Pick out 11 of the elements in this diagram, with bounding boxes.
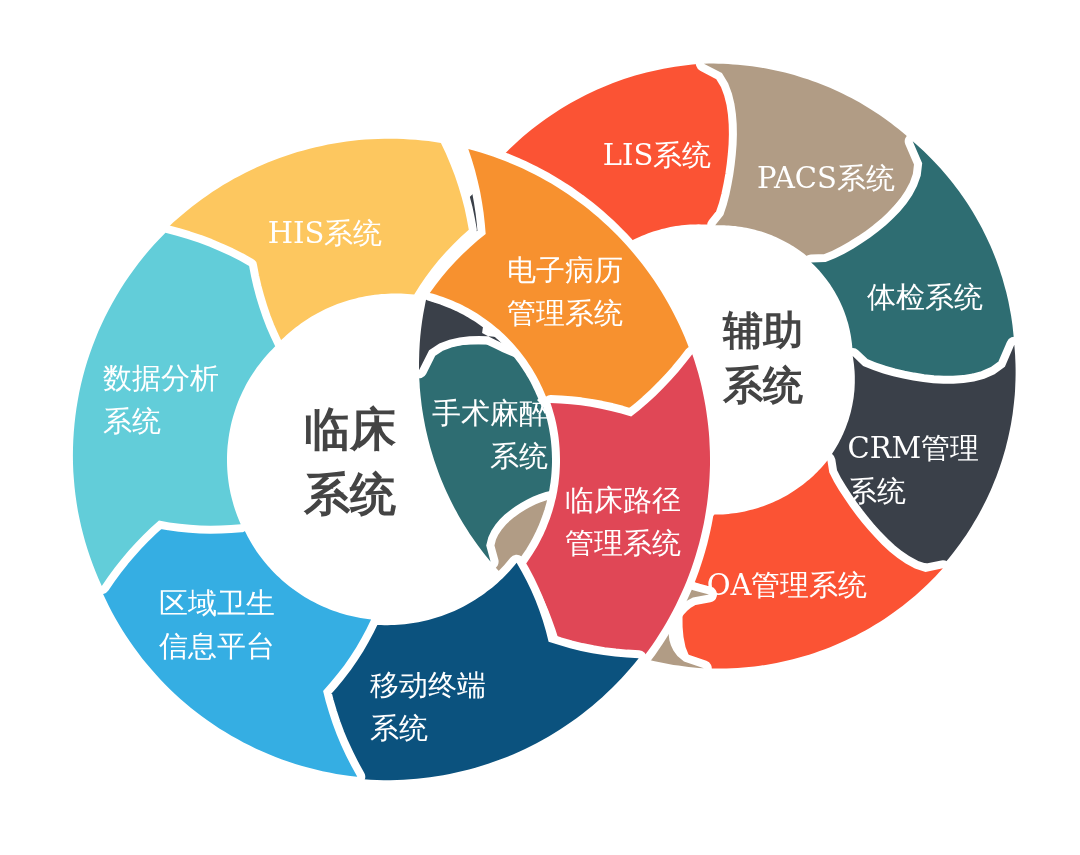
segment-label: 数据分析系统 bbox=[102, 360, 220, 440]
segment-label: PACS系统 bbox=[757, 159, 895, 197]
segment-label: LIS系统 bbox=[602, 136, 712, 174]
center-label: 临床系统 bbox=[299, 396, 401, 528]
segment-label: HIS系统 bbox=[267, 214, 383, 252]
segment-label: 电子病历管理系统 bbox=[505, 252, 624, 332]
segment-label: 区域卫生信息平台 bbox=[157, 585, 276, 665]
segment-label: 临床路径管理系统 bbox=[563, 482, 682, 562]
segment-label: 体检系统 bbox=[867, 278, 983, 316]
segment-label: 移动终端系统 bbox=[369, 667, 487, 747]
center-label: 辅助系统 bbox=[719, 301, 807, 413]
